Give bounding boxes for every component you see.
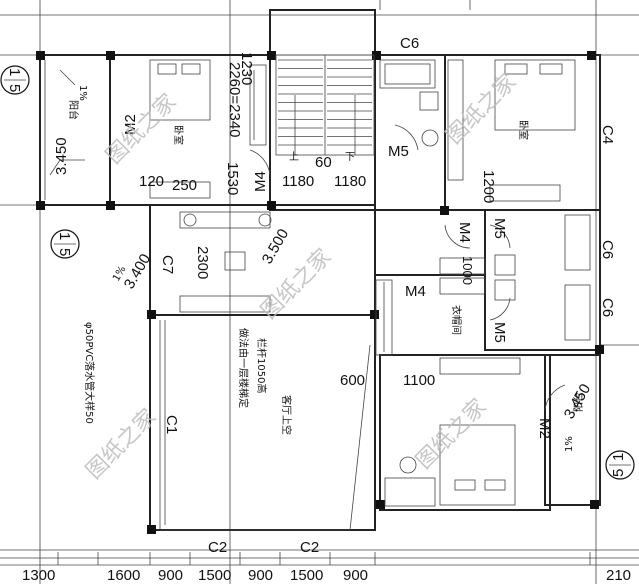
dim-bottom-1600: 1600 — [107, 567, 140, 584]
level-left-balcony: 3.450 — [53, 137, 70, 175]
room-bedroom-right: 卧室 — [517, 120, 530, 140]
slope-right: 1% — [564, 436, 575, 452]
dim-bottom-900b: 900 — [248, 567, 273, 584]
level-living: 3.500 — [259, 226, 292, 267]
window-c1: C1 — [163, 415, 180, 434]
dim-bottom-900c: 900 — [343, 567, 368, 584]
dim-bottom-1500b: 1500 — [290, 567, 323, 584]
axis-marker-left-mid: 1 5 — [50, 229, 80, 259]
room-balcony-right: 阳台 — [572, 392, 585, 412]
stair-up-label: 上 — [289, 151, 299, 163]
door-m4-closet: M4 — [456, 222, 473, 243]
columns — [36, 51, 604, 534]
watermark-5: 图纸之家 — [412, 394, 492, 474]
note-railing2: 做法由一层楼梯定 — [237, 328, 250, 408]
door-m5-right-top: M5 — [491, 218, 508, 239]
window-c2-left: C2 — [208, 539, 227, 556]
dim-bottom-1500a: 1500 — [198, 567, 231, 584]
stair-down-label: 下 — [345, 152, 355, 163]
watermark-1: 图纸之家 — [102, 89, 182, 169]
dim-bottom-210: 210 — [606, 567, 631, 584]
dim-600: 600 — [340, 372, 365, 389]
bedroom-lower-furniture — [384, 357, 521, 507]
dim-2300: 2300 — [194, 246, 211, 279]
axis-right-bottom-num: 1 — [610, 453, 627, 461]
room-closet: 衣帽间 — [450, 305, 463, 335]
dim-1530: 1530 — [224, 162, 241, 195]
window-c6-r1: C6 — [599, 240, 616, 259]
window-c6-r2: C6 — [599, 298, 616, 317]
axis-marker-left-top: 1 5 — [0, 65, 30, 95]
axis-right-bottom-sub: 5 — [610, 469, 627, 477]
axis-left-mid-sub: 5 — [56, 248, 73, 256]
dim-1000: 1000 — [460, 256, 475, 285]
window-c4: C4 — [599, 125, 616, 144]
axis-left-top-sub: 5 — [6, 84, 23, 92]
dim-1180-right: 1180 — [334, 173, 366, 190]
note-railing: 栏杆1050高 — [255, 338, 268, 393]
dim-1200: 1200 — [480, 170, 497, 203]
dim-1100: 1100 — [403, 372, 435, 389]
door-swings — [249, 124, 566, 411]
bedroom-right-furniture — [447, 59, 576, 202]
dim-1180-left: 1180 — [282, 173, 314, 190]
room-bedroom-left: 卧室 — [172, 125, 185, 145]
dim-1230: 1230 — [238, 52, 255, 85]
room-void: 客厅上空 — [280, 395, 293, 435]
dimension-line-bottom — [0, 552, 639, 565]
dim-250: 250 — [172, 177, 197, 194]
window-c7: C7 — [159, 255, 176, 274]
door-m4-center: M4 — [405, 283, 426, 300]
axis-left-top-num: 1 — [6, 68, 23, 76]
door-m5-bath: M5 — [388, 143, 409, 160]
dim-2260: 2260=2340 — [226, 62, 243, 138]
door-m4-stair: M4 — [252, 171, 269, 192]
dim-120: 120 — [139, 173, 164, 190]
closet-shelves — [375, 257, 486, 356]
window-c2-right: C2 — [300, 539, 319, 556]
left-balcony — [44, 60, 85, 200]
note-downpipe: φ50PVC落水管大样50 — [83, 322, 96, 424]
watermark-2: 图纸之家 — [442, 69, 522, 149]
dim-60: 60 — [315, 154, 332, 171]
slope-left: 1% — [77, 85, 88, 101]
staircase — [275, 54, 375, 156]
window-c6-top: C6 — [400, 35, 419, 52]
dim-bottom-900a: 900 — [158, 567, 183, 584]
axis-left-mid-num: 1 — [56, 232, 73, 240]
door-m5-right-bottom: M5 — [491, 322, 508, 343]
door-m2-right: M2 — [536, 418, 553, 439]
room-balcony-left: 阳台 — [67, 100, 80, 120]
bathroom-fixtures — [379, 59, 591, 341]
axis-marker-right-bottom: 1 5 — [605, 450, 635, 480]
dim-bottom-1300: 1300 — [22, 567, 55, 584]
door-m2-left: M2 — [122, 114, 139, 135]
bedroom-left-furniture — [149, 59, 267, 199]
void-outline — [159, 320, 166, 530]
sofa — [179, 211, 272, 313]
